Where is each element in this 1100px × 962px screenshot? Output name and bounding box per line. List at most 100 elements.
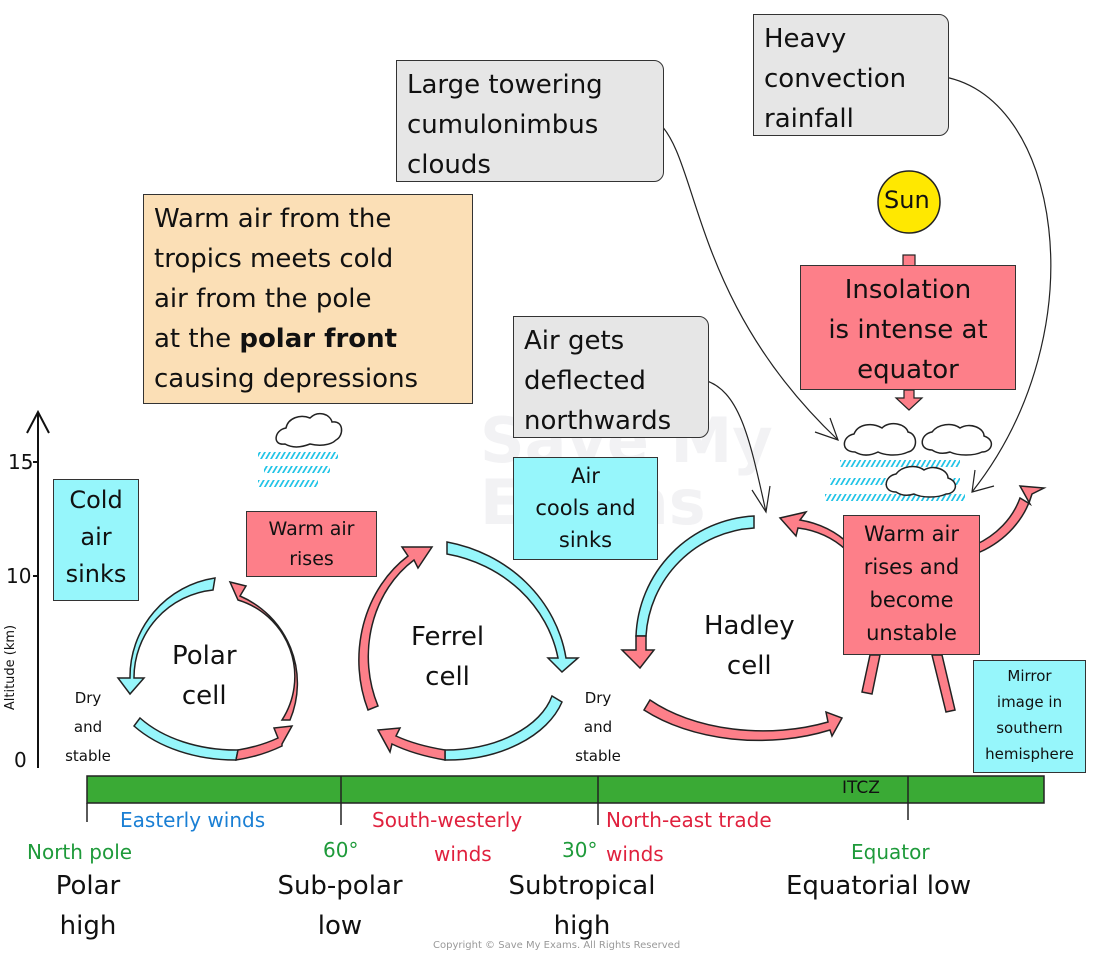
box-line: hemisphere: [985, 745, 1074, 763]
dry-stable-label-polar: Dry and stable: [56, 684, 120, 771]
latitude-60-label: 60°: [323, 838, 359, 862]
label-line: and: [73, 718, 103, 736]
equatorial-clouds: [825, 422, 993, 501]
note-line: Heavy: [764, 24, 847, 54]
insolation-box: Insolation is intense at equator: [800, 265, 1016, 390]
hadley-lower-leg-left: [861, 654, 881, 695]
note-cumulonimbus: Large towering cumulonimbus clouds: [396, 60, 664, 182]
note-line: rainfall: [764, 104, 854, 134]
hadley-rising-arrow-left: [778, 510, 852, 552]
axis-label: Altitude (km): [3, 624, 19, 711]
ground-bar: [86, 775, 1045, 825]
label-line: and: [583, 718, 613, 736]
tick-label-10: 10: [6, 564, 32, 588]
label-line: Dry: [74, 689, 102, 707]
box-line: become: [869, 588, 954, 612]
mirror-image-box: Mirror image in southern hemisphere: [973, 660, 1086, 773]
hadley-cell-arrows: [620, 485, 1047, 742]
cell-label-line: Ferrel: [411, 622, 485, 652]
box-line: image in: [996, 693, 1063, 711]
box-line: sinks: [65, 560, 127, 588]
north-east-label-1: North-east trade: [606, 808, 772, 832]
sun-icon: [877, 170, 941, 234]
cell-label-line: Polar: [172, 641, 237, 671]
ferrel-surface-arrow-cold: [444, 694, 563, 761]
pressure-line: high: [59, 911, 117, 941]
warm-unstable-box: Warm air rises and become unstable: [843, 515, 980, 655]
ferrel-cell-arrows: [358, 541, 580, 761]
cold-air-sinks-box: Cold air sinks: [53, 479, 139, 601]
box-line: Warm air: [268, 518, 355, 540]
polar-high-label: Polar high: [40, 866, 136, 946]
insolation-line: is intense at: [828, 315, 988, 345]
box-line: rises and: [863, 555, 960, 579]
note-line: convection: [764, 64, 907, 94]
air-cools-box: Air cools and sinks: [513, 457, 658, 560]
tick-label-15: 15: [8, 450, 34, 474]
polar-cell-label: Polar cell: [172, 636, 237, 716]
ferrel-cell-label: Ferrel cell: [411, 617, 484, 697]
box-line: Mirror: [1007, 667, 1052, 685]
label-line: stable: [575, 747, 621, 765]
note-line: cumulonimbus: [407, 110, 599, 140]
equator-label: Equator: [851, 840, 930, 864]
ferrel-descending-arrow: [446, 541, 580, 674]
box-line: sinks: [558, 528, 613, 552]
hadley-lower-leg-right: [931, 654, 956, 713]
itcz-label: ITCZ: [842, 778, 880, 798]
pressure-line: Sub-polar: [277, 871, 403, 901]
cloud-icon: [885, 465, 957, 498]
callout-line: air from the pole: [154, 284, 372, 314]
note-line: deflected: [524, 366, 646, 396]
callout-line: tropics meets cold: [154, 244, 394, 274]
north-pole-label: North pole: [27, 840, 133, 864]
dry-stable-label-subtropical: Dry and stable: [566, 684, 630, 771]
box-line: cools and: [535, 496, 636, 520]
cell-label-line: cell: [425, 662, 470, 692]
latitude-30-label: 30°: [562, 838, 598, 862]
box-line: Warm air: [863, 522, 960, 546]
box-line: southern: [996, 719, 1063, 737]
box-line: air: [80, 523, 112, 551]
polar-rising-arrow: [228, 580, 299, 721]
callout-line: Warm air from the: [154, 204, 392, 234]
pressure-line: Polar: [55, 871, 121, 901]
hadley-cell-label: Hadley cell: [704, 606, 795, 686]
hadley-descending-arrow-warm: [620, 635, 656, 670]
polar-front-term: polar front: [239, 324, 398, 354]
polar-surface-arrow-cold: [132, 716, 239, 761]
cloud-icon: [921, 423, 993, 456]
hadley-rising-arrow-right: [973, 485, 1047, 553]
insolation-line: equator: [857, 355, 959, 385]
hadley-surface-arrow: [642, 698, 844, 742]
box-line: unstable: [866, 621, 957, 645]
cell-label-line: cell: [726, 651, 772, 681]
south-westerly-label-1: South-westerly: [372, 808, 523, 832]
insolation-arrows: [894, 254, 924, 411]
altitude-axis: [26, 409, 50, 768]
box-line: Cold: [69, 486, 123, 514]
note-line: northwards: [524, 406, 672, 436]
sun-label: Sun: [884, 186, 930, 214]
note-line: clouds: [407, 150, 491, 180]
tick-label-0: 0: [14, 748, 27, 772]
note-rainfall: Heavy convection rainfall: [753, 14, 949, 136]
cloud-icon: [843, 422, 917, 456]
label-line: stable: [65, 747, 111, 765]
callout-line: causing depressions: [154, 364, 419, 394]
note-line: Large towering: [407, 70, 603, 100]
polar-front-cloud: [258, 412, 343, 487]
warm-air-rises-box: Warm air rises: [246, 511, 377, 577]
insolation-line: Insolation: [844, 275, 972, 305]
subpolar-low-label: Sub-polar low: [260, 866, 420, 946]
polar-cell-arrows: [116, 577, 299, 761]
cloud-icon: [275, 412, 343, 448]
ferrel-rising-arrow: [358, 546, 434, 711]
ferrel-surface-arrow-warm: [376, 727, 446, 761]
note-line: Air gets: [524, 326, 625, 356]
callout-line: at the polar front: [154, 319, 462, 359]
polar-surface-arrow-warm: [235, 725, 294, 761]
note-deflected: Air gets deflected northwards: [513, 316, 709, 438]
pressure-line: low: [317, 911, 363, 941]
copyright: Copyright © Save My Exams. All Rights Re…: [433, 940, 681, 951]
